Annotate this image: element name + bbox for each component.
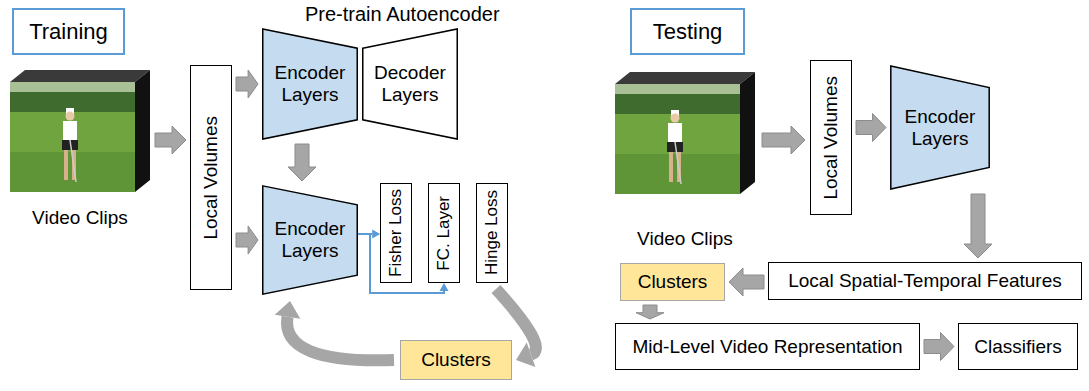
encoder-trapezoid: Encoder Layers bbox=[262, 185, 358, 295]
video-frame bbox=[10, 82, 135, 192]
cube-side bbox=[740, 72, 755, 194]
decoder-trapezoid: Decoder Layers bbox=[362, 28, 458, 140]
connector bbox=[729, 268, 764, 296]
section-title: Training bbox=[12, 8, 125, 55]
connector bbox=[924, 333, 954, 361]
loss-box: Hinge Loss bbox=[476, 183, 508, 283]
cube-top bbox=[10, 70, 150, 82]
block-arrow bbox=[762, 126, 805, 154]
arrow-head bbox=[372, 230, 380, 239]
loss-box: Fisher Loss bbox=[380, 183, 412, 283]
feature-box: Local Spatial-Temporal Features bbox=[768, 262, 1082, 300]
connector bbox=[275, 301, 394, 360]
golfer-shirt bbox=[63, 121, 77, 141]
cube-side bbox=[135, 70, 150, 192]
group-label: Pre-train Autoencoder bbox=[305, 3, 500, 26]
golf-club bbox=[675, 142, 681, 184]
layer-box: FC. Layer bbox=[428, 183, 460, 283]
golfer-shirt bbox=[668, 123, 682, 143]
block-arrow bbox=[924, 333, 954, 361]
node-text: Local Spatial-Temporal Features bbox=[788, 270, 1062, 292]
node-text: Clusters bbox=[421, 349, 491, 371]
grass bbox=[10, 82, 135, 192]
block-arrow bbox=[236, 70, 258, 98]
cube-top bbox=[615, 72, 755, 84]
curved-arrow bbox=[287, 317, 394, 361]
cluster-box: Clusters bbox=[400, 340, 512, 380]
node-text: Encoder Layers bbox=[900, 106, 980, 150]
block-arrow bbox=[964, 194, 992, 258]
cluster-box: Clusters bbox=[620, 263, 725, 301]
node-text: Local Volumes bbox=[200, 116, 222, 240]
image-caption: Video Clips bbox=[32, 207, 128, 229]
connector bbox=[288, 144, 316, 181]
golf-club bbox=[70, 140, 76, 182]
node-text: Classifiers bbox=[974, 336, 1062, 358]
arrow-head bbox=[275, 301, 301, 319]
trapezoid-shape bbox=[263, 186, 357, 294]
video-cube bbox=[10, 70, 150, 192]
node-text: Decoder Layers bbox=[370, 62, 450, 106]
golfer-head bbox=[66, 112, 75, 121]
connector bbox=[236, 70, 258, 98]
node-text: Local Volumes bbox=[820, 76, 842, 200]
golfer-leg bbox=[64, 150, 68, 180]
video-cube bbox=[615, 72, 755, 194]
block-arrow bbox=[636, 305, 664, 319]
node-text: FC. Layer bbox=[434, 196, 454, 271]
trapezoid-shape bbox=[263, 29, 357, 139]
classifier-box: Classifiers bbox=[958, 323, 1078, 370]
block-arrow bbox=[729, 268, 764, 296]
encoder-trapezoid: Encoder Layers bbox=[262, 28, 358, 140]
node-text: Mid-Level Video Representation bbox=[632, 336, 902, 358]
connector bbox=[636, 305, 664, 319]
node-text: Hinge Loss bbox=[482, 190, 502, 275]
volume-box: Local Volumes bbox=[190, 65, 232, 290]
node-text: Encoder Layers bbox=[270, 218, 350, 262]
trapezoid-shape bbox=[363, 29, 457, 139]
trapezoid-shape bbox=[891, 66, 989, 189]
node-text: Training bbox=[29, 19, 108, 44]
image-caption: Video Clips bbox=[637, 228, 733, 250]
volume-box: Local Volumes bbox=[810, 60, 852, 215]
block-arrow bbox=[236, 226, 258, 254]
node-text: Encoder Layers bbox=[270, 62, 350, 106]
connector bbox=[964, 194, 992, 258]
node-text: Clusters bbox=[638, 271, 708, 293]
node-text: Fisher Loss bbox=[386, 189, 406, 277]
block-arrow bbox=[856, 114, 886, 142]
connector bbox=[236, 226, 258, 254]
block-arrow bbox=[155, 126, 186, 154]
representation-box: Mid-Level Video Representation bbox=[615, 323, 920, 370]
arrow-head bbox=[516, 342, 535, 367]
golfer-leg bbox=[669, 152, 673, 182]
node-text: Testing bbox=[653, 19, 723, 44]
connector bbox=[856, 114, 886, 142]
grass bbox=[615, 84, 740, 194]
block-arrow bbox=[288, 144, 316, 181]
golfer-head bbox=[671, 114, 680, 123]
section-title: Testing bbox=[630, 8, 745, 55]
arrow-head bbox=[440, 283, 449, 291]
video-frame bbox=[615, 84, 740, 194]
encoder-trapezoid: Encoder Layers bbox=[890, 65, 990, 190]
